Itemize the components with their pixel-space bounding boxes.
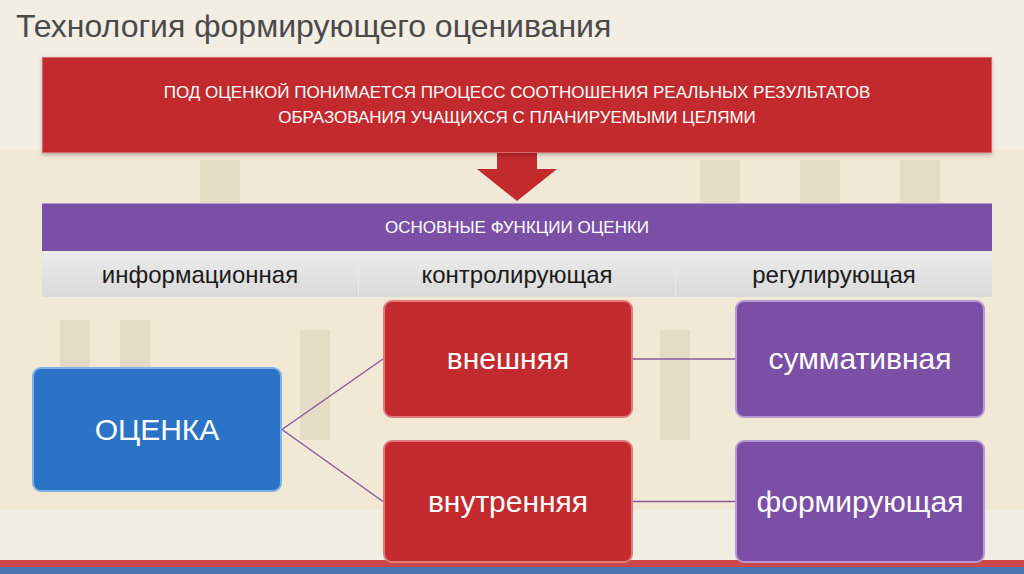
kind-box: формирующая <box>735 440 985 563</box>
node-label: регулирующая <box>752 261 916 289</box>
node-label: ОЦЕНКА <box>95 413 220 447</box>
connector-line <box>633 358 735 360</box>
bottom-stripe-blue <box>0 567 1024 574</box>
connector-line <box>282 430 383 502</box>
function-cell: информационная <box>42 252 358 297</box>
block-arrow <box>477 153 557 201</box>
node-label: внутренняя <box>428 485 588 519</box>
assessment-box: ОЦЕНКА <box>32 367 282 492</box>
kind-box: суммативная <box>735 300 985 418</box>
type-box: внутренняя <box>383 440 633 563</box>
connector-line <box>633 501 735 503</box>
node-label: информационная <box>102 261 298 289</box>
type-box: внешняя <box>383 300 633 418</box>
node-label: формирующая <box>757 485 964 519</box>
function-cell: регулирующая <box>676 252 992 297</box>
node-label: ПОД ОЦЕНКОЙ ПОНИМАЕТСЯ ПРОЦЕСС СООТНОШЕН… <box>103 80 931 131</box>
band-heading: ОСНОВНЫЕ ФУНКЦИИ ОЦЕНКИ <box>42 203 992 251</box>
function-cell: контролирующая <box>359 252 675 297</box>
functions-band: ОСНОВНЫЕ ФУНКЦИИ ОЦЕНКИ информационная кон… <box>42 203 992 297</box>
definition-banner: ПОД ОЦЕНКОЙ ПОНИМАЕТСЯ ПРОЦЕСС СООТНОШЕН… <box>42 57 992 153</box>
connector-line <box>282 359 383 430</box>
node-label: внешняя <box>447 342 569 376</box>
node-label: суммативная <box>769 342 952 376</box>
node-label: контролирующая <box>421 261 612 289</box>
slide-title: Технология формирующего оценивания <box>16 8 611 45</box>
